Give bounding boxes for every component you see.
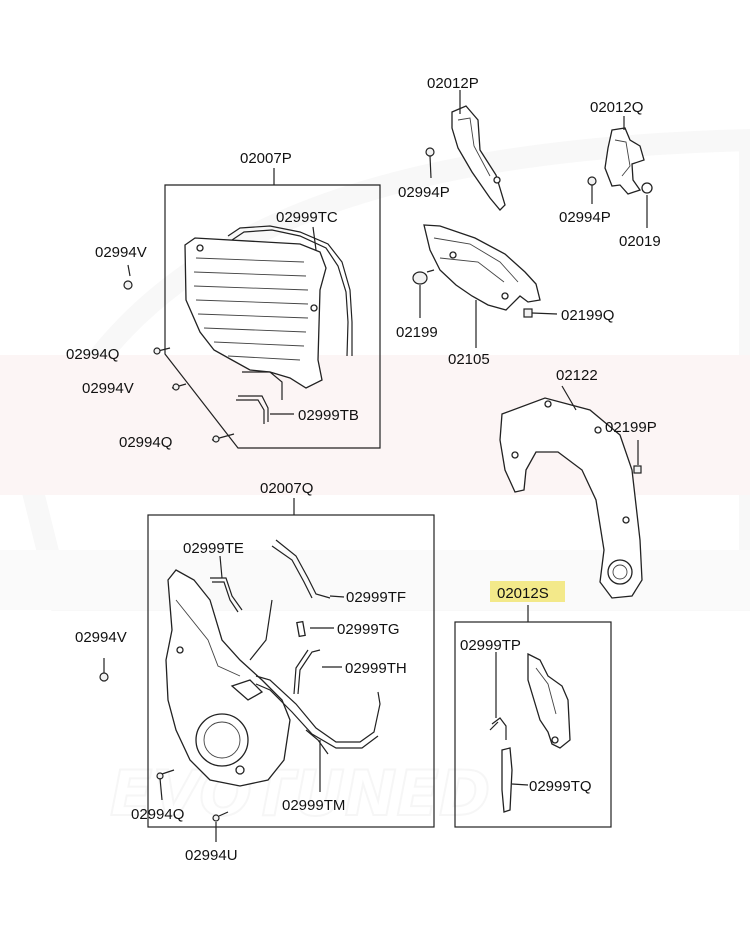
bolts-left-upper	[123, 264, 235, 443]
label-02012Q: 02012Q	[590, 99, 643, 116]
part-02012S-seal-plate	[527, 652, 571, 749]
label-02999TC: 02999TC	[276, 209, 338, 226]
label-02999TH: 02999TH	[345, 660, 407, 677]
callout-labels: 02012P 02012Q 02007P 02994P 02994P 02019…	[66, 75, 661, 864]
label-02199: 02199	[396, 324, 438, 341]
bolts-left-lower	[99, 658, 229, 842]
bolt-02199P	[633, 440, 642, 474]
label-02012S: 02012S	[497, 585, 549, 602]
label-02999TF: 02999TF	[346, 589, 406, 606]
label-02994P-b: 02994P	[559, 209, 611, 226]
label-02994V-b: 02994V	[82, 380, 134, 397]
label-02999TQ: 02999TQ	[529, 778, 592, 795]
seal-02999TG	[296, 620, 334, 638]
label-02012P: 02012P	[427, 75, 479, 92]
seal-02999TQ	[501, 747, 529, 813]
label-02994V-c: 02994V	[75, 629, 127, 646]
label-02199Q: 02199Q	[561, 307, 614, 324]
part-02007Q-lower-cover	[165, 569, 291, 787]
label-02999TM: 02999TM	[282, 797, 345, 814]
seal-02999TE	[210, 555, 243, 613]
seal-02999TC	[227, 225, 353, 357]
part-02122	[499, 385, 643, 599]
watermark-text: EVOTUNED	[110, 757, 490, 830]
label-02999TB: 02999TB	[298, 407, 359, 424]
seal-02999TP	[489, 652, 507, 740]
label-02007P: 02007P	[240, 150, 292, 167]
part-02012Q	[604, 116, 645, 195]
highlight-02012S	[490, 581, 565, 602]
group-box-02012S	[454, 605, 612, 828]
bolt-02994P-right	[587, 176, 597, 204]
seal-02999TF	[249, 539, 345, 661]
label-02994P-a: 02994P	[398, 184, 450, 201]
label-02994Q-b: 02994Q	[119, 434, 172, 451]
bolt-02199	[412, 269, 435, 318]
label-02994U: 02994U	[185, 847, 238, 864]
label-02105: 02105	[448, 351, 490, 368]
label-02199P: 02199P	[605, 419, 657, 436]
part-02012P	[451, 90, 506, 211]
label-02994Q-c: 02994Q	[131, 806, 184, 823]
part-02105	[423, 224, 541, 348]
label-02994V-a: 02994V	[95, 244, 147, 261]
label-02019: 02019	[619, 233, 661, 250]
label-02122: 02122	[556, 367, 598, 384]
seal-02999TM	[255, 675, 381, 792]
label-02994Q-a: 02994Q	[66, 346, 119, 363]
label-02007Q: 02007Q	[260, 480, 313, 497]
part-02019-plug	[641, 182, 653, 228]
bolt-02994P-upper	[425, 147, 435, 179]
group-box-02007Q	[147, 498, 435, 828]
part-02007P-upper-cover	[184, 237, 327, 389]
label-02999TG: 02999TG	[337, 621, 400, 638]
bolt-02199Q	[523, 308, 558, 318]
label-02999TE: 02999TE	[183, 540, 244, 557]
group-box-02007P	[164, 168, 381, 449]
label-02999TP: 02999TP	[460, 637, 521, 654]
seal-02999TB	[236, 371, 294, 424]
seal-02999TH	[293, 649, 342, 695]
